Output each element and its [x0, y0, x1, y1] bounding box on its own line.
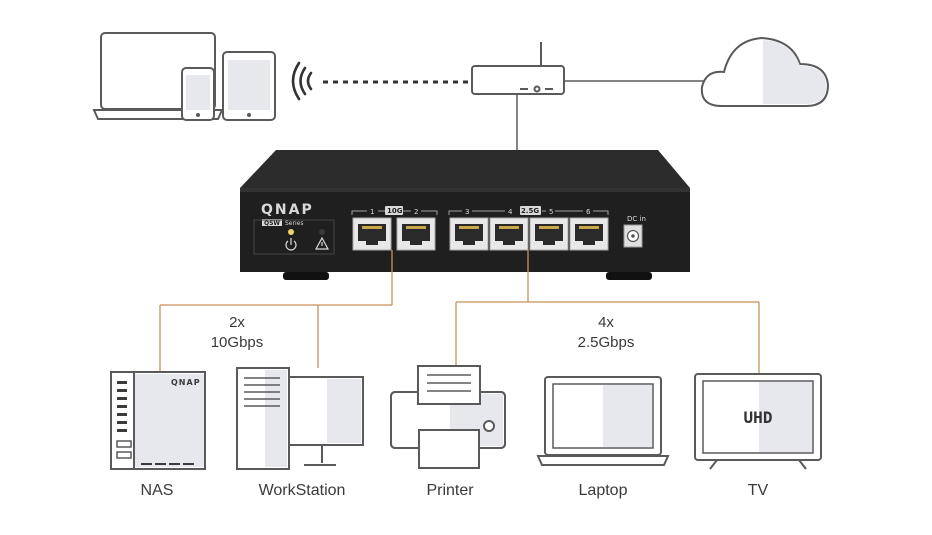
- nas-logo: QNAP: [171, 378, 201, 387]
- tv-label: TV: [748, 482, 769, 499]
- rj45-port-4: [489, 217, 529, 251]
- link-lines: [159, 250, 760, 374]
- tv-screen-text: UHD: [744, 408, 773, 427]
- tablet-icon: [222, 51, 276, 121]
- cloud-icon: [700, 36, 830, 107]
- speed-badge-10g-bg: [385, 206, 403, 215]
- rj45-port-1: [352, 217, 392, 251]
- port-label-2: 2: [414, 208, 418, 216]
- two-five-g-speed: 2.5Gbps: [578, 334, 635, 351]
- ten-g-count: 2x: [229, 314, 245, 331]
- series-text: Series: [285, 220, 303, 227]
- power-led: [288, 229, 294, 235]
- rj45-port-6: [569, 217, 609, 251]
- port-label-6: 6: [586, 208, 591, 216]
- workstation-icon: [236, 367, 364, 470]
- ten-g-speed: 10Gbps: [211, 334, 264, 351]
- phone-icon: [181, 67, 215, 121]
- speed-badge-25g: 2.5G: [521, 207, 539, 215]
- switch-device: QNAP QSW Series 1 2 3 4: [240, 150, 690, 280]
- series-badge: QSW: [264, 220, 280, 227]
- nas-label: NAS: [141, 482, 174, 499]
- rj45-port-2: [396, 217, 436, 251]
- nas-icon: [110, 371, 206, 470]
- switch-foot: [606, 272, 652, 280]
- rj45-port-3: [449, 217, 489, 251]
- speed-badge-25g-bg: [520, 206, 541, 215]
- tv-icon: [694, 373, 822, 470]
- printer-icon: [390, 365, 506, 469]
- workstation-label: WorkStation: [259, 482, 346, 499]
- power-icon: [285, 238, 297, 251]
- rj45-port-5: [529, 217, 569, 251]
- router-icon: [471, 42, 565, 95]
- printer-label: Printer: [426, 482, 474, 499]
- port-label-1: 1: [370, 208, 374, 216]
- port-label-5: 5: [549, 208, 553, 216]
- dc-in-label: DC in: [627, 215, 646, 223]
- two-five-g-count: 4x: [598, 314, 614, 331]
- laptop-bottom-icon: [536, 376, 670, 466]
- warning-icon: [314, 236, 330, 250]
- status-led: [319, 229, 325, 235]
- laptop-label: Laptop: [579, 482, 628, 499]
- port-label-3: 3: [465, 208, 469, 216]
- speed-badge-10g: 10G: [387, 207, 403, 215]
- port-label-4: 4: [508, 208, 513, 216]
- wifi-icon: [291, 61, 313, 101]
- switch-brand: QNAP: [261, 202, 314, 218]
- switch-foot: [283, 272, 329, 280]
- led-panel: [253, 219, 335, 255]
